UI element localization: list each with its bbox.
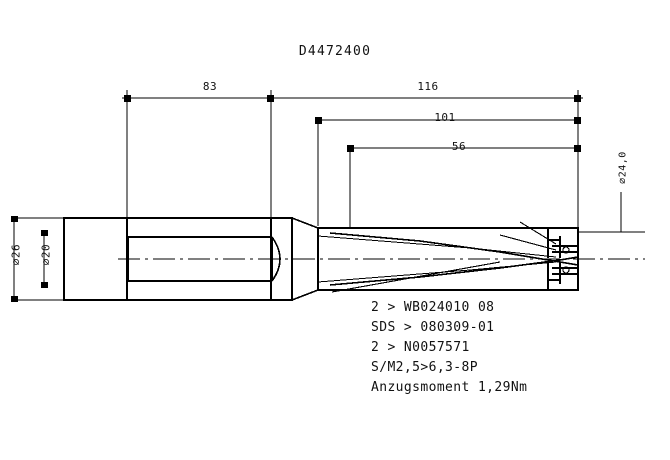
spec-line-thread: S/M2,5>6,3-8P [371,360,478,375]
spec-line-insert: 2 > WB024010 08 [371,300,495,315]
spec-line-sds: SDS > 080309-01 [371,320,495,335]
dim-tick-bore-dia-bottom [41,282,48,288]
dim-tick-56-right [574,145,581,152]
flute-line-secondary-top [317,235,557,258]
dim-tick-shank-dia-bottom [11,296,18,302]
dimension-label-bore-diameter: ⌀20 [39,243,53,266]
flute-line-secondary-bottom [317,261,557,283]
page-title: D4472400 [298,44,372,59]
spec-line-torque: Anzugsmoment 1,29Nm [371,380,528,395]
dimension-label-flute-to-tip: 101 [434,111,456,124]
shank-body-outline [63,217,293,301]
leader-to-insert-upper [499,234,557,251]
dim-tick-101-left [315,117,322,124]
flute-helix-top [329,232,579,266]
dimension-label-overall-length: 116 [417,80,439,93]
dimension-label-shank-diameter: ⌀26 [9,243,23,266]
part-outline-group [63,217,579,301]
leader-lines-group [331,221,557,293]
dimension-label-drill-diameter: ⌀24,0 [617,151,629,184]
dim-tick-shank-left [124,95,131,102]
leader-to-screw [519,221,557,245]
spec-line-screw-qty: 2 > N0057571 [371,340,470,355]
insert-screw-lower [562,266,570,274]
insert-screw-upper [562,246,570,254]
dim-tick-shank-dia-top [11,216,18,222]
leader-to-insert-lower [331,261,501,293]
dim-tick-bore-dia-top [41,230,48,236]
dim-tick-overall-right [574,95,581,102]
dimension-lines-group [11,90,645,302]
dim-tick-101-right [574,117,581,124]
dim-tick-56-left [347,145,354,152]
dimension-label-shank-length: 83 [202,80,218,93]
dimension-label-usable-length: 56 [451,140,467,153]
specification-list: 2 > WB024010 08 SDS > 080309-01 2 > N005… [371,298,661,398]
